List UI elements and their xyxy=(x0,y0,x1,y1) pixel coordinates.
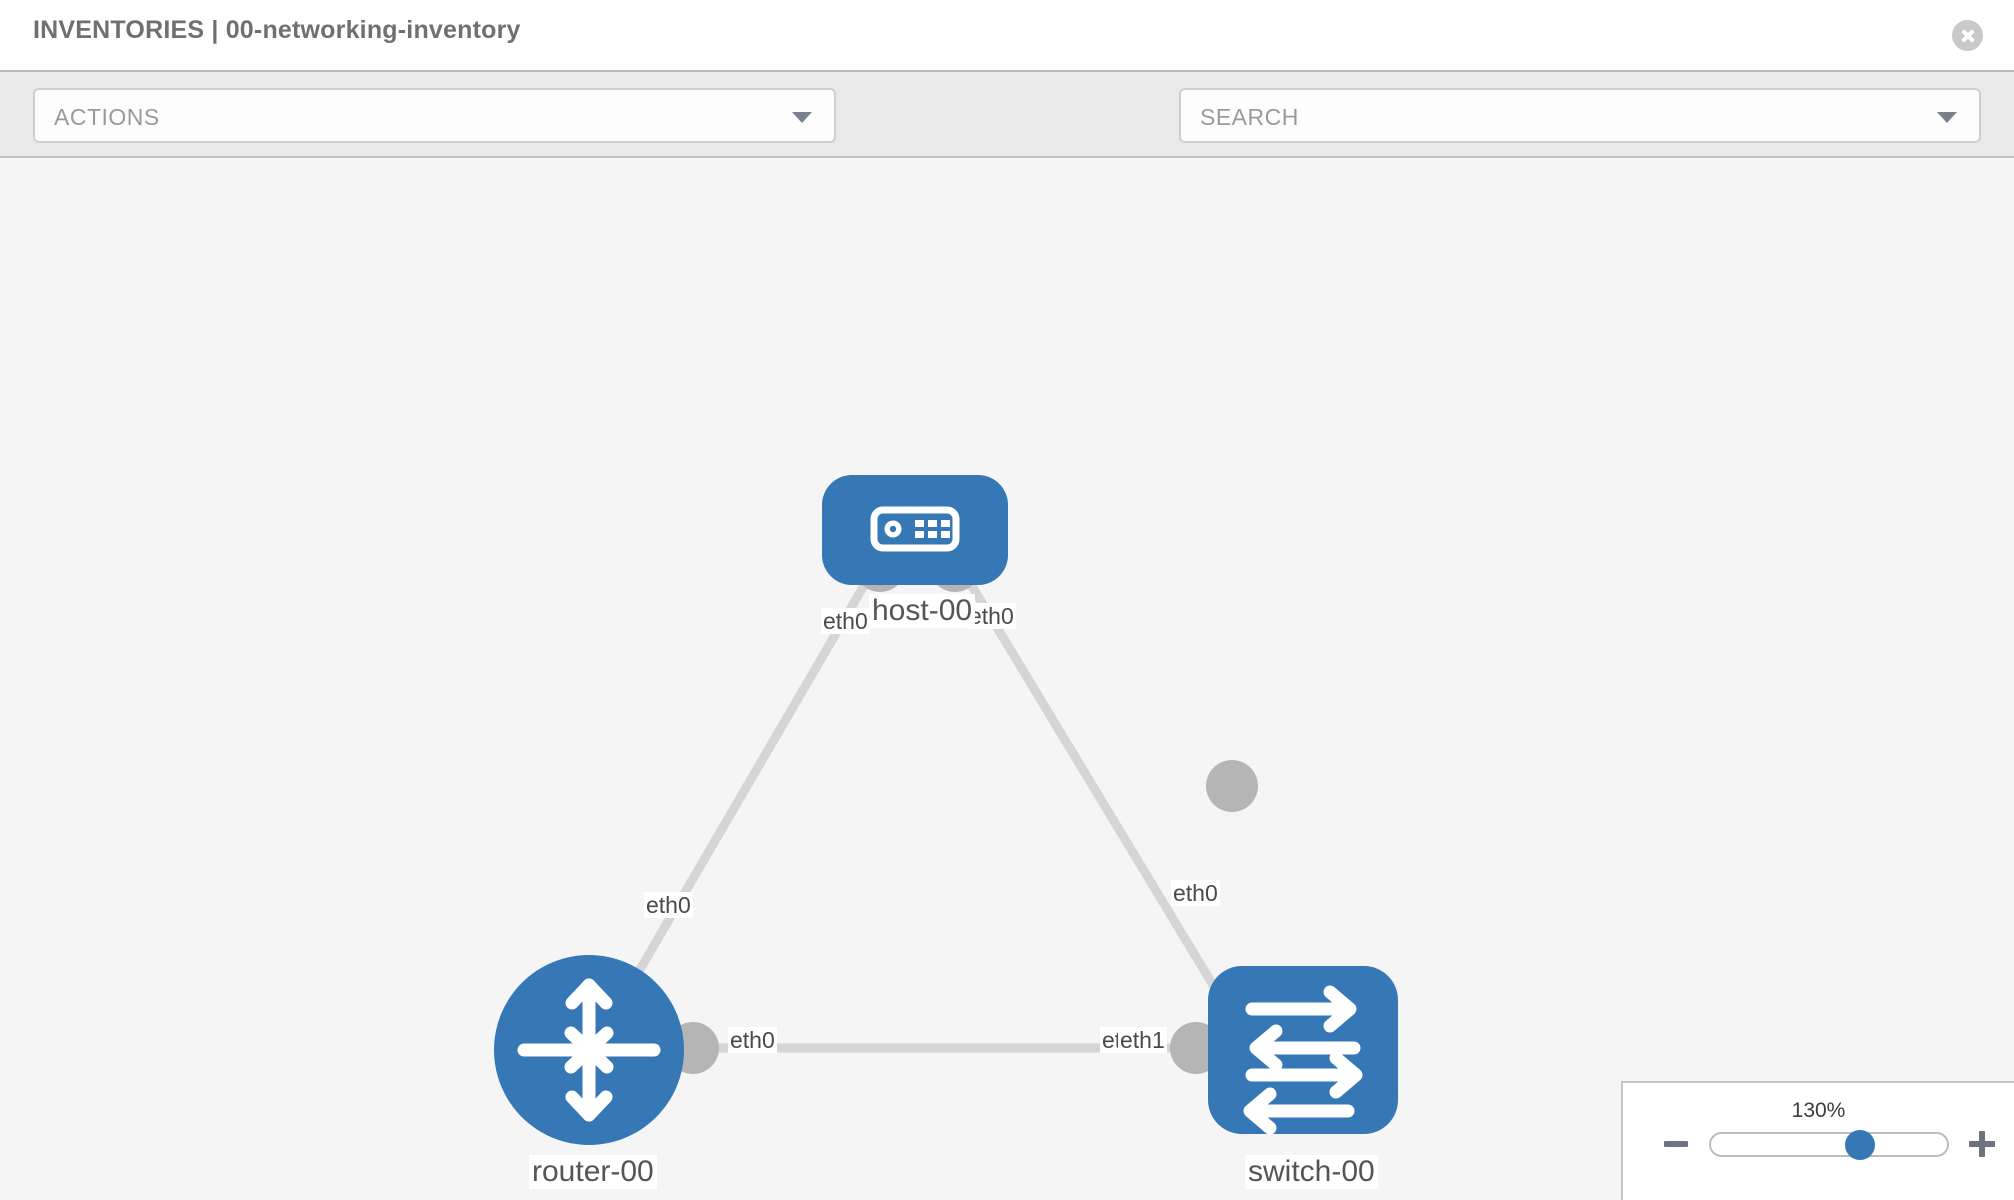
links-layer xyxy=(596,555,1250,1053)
actions-dropdown-label: ACTIONS xyxy=(54,104,160,130)
page-header: INVENTORIES | 00-networking-inventory xyxy=(0,0,2014,70)
link-host-router xyxy=(596,555,884,1041)
zoom-control-panel: 130% xyxy=(1621,1081,2014,1200)
router-arrows-icon xyxy=(517,978,661,1122)
node-switch-00 xyxy=(1208,966,1398,1135)
search-input[interactable]: SEARCH xyxy=(1179,88,1981,143)
chevron-down-icon xyxy=(1937,111,1957,123)
chevron-down-icon xyxy=(792,111,812,123)
zoom-slider-thumb[interactable] xyxy=(1844,1130,1875,1160)
minus-icon[interactable] xyxy=(1664,1141,1688,1147)
topology-graph xyxy=(494,475,1398,1145)
server-icon xyxy=(870,506,960,552)
actions-dropdown[interactable]: ACTIONS xyxy=(33,88,836,143)
node-label-router-00: router-00 xyxy=(529,1155,657,1189)
toolbar: ACTIONS SEARCH xyxy=(0,70,2014,198)
link-label-switch-up: eth0 xyxy=(1171,880,1220,906)
link-label-host-left: eth0 xyxy=(821,608,870,634)
search-placeholder: SEARCH xyxy=(1200,104,1299,130)
zoom-slider[interactable] xyxy=(1709,1130,1949,1160)
topology-canvas[interactable]: eth0 eth0 eth0 eth0 eth0 eth eth1 host-0… xyxy=(0,158,2014,1200)
link-label-host-right: eth0 xyxy=(967,603,1016,629)
plus-icon[interactable] xyxy=(1969,1131,1995,1157)
link-label-router-up: eth0 xyxy=(644,892,693,918)
link-host-switch xyxy=(951,555,1249,1041)
node-router-00 xyxy=(494,955,684,1145)
node-host-00 xyxy=(822,475,1008,585)
link-label-router-right: eth0 xyxy=(728,1027,777,1053)
close-icon[interactable] xyxy=(1952,20,1983,51)
node-label-switch-00: switch-00 xyxy=(1245,1155,1378,1189)
page-title: INVENTORIES | 00-networking-inventory xyxy=(33,16,521,44)
link-label-switch-left: eth1 xyxy=(1118,1027,1167,1053)
node-label-host-00: host-00 xyxy=(869,594,976,628)
switch-arrows-icon xyxy=(1243,985,1363,1135)
zoom-percent-label: 130% xyxy=(1791,1099,1846,1122)
endpoint-switch-top xyxy=(1206,760,1258,812)
